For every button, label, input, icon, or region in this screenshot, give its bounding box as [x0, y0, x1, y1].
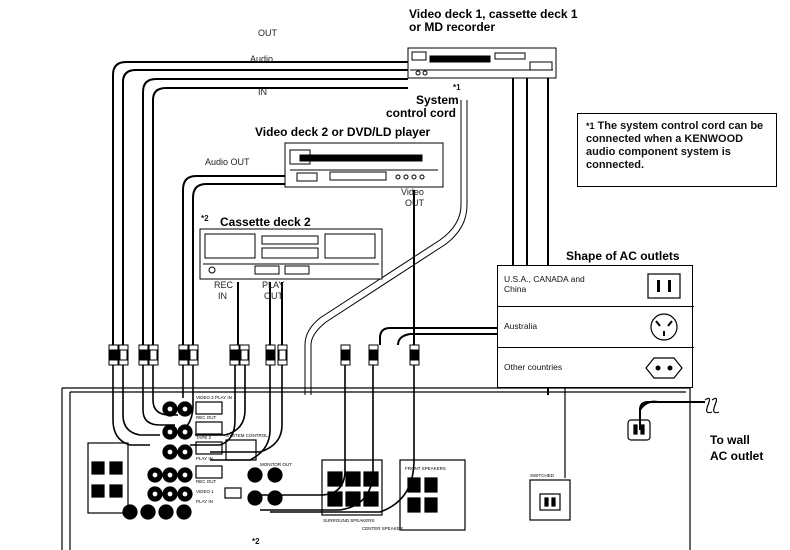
label-audio: Audio [250, 54, 274, 64]
cable-audio [142, 78, 408, 345]
system-control-label: System [416, 93, 459, 107]
cable-out-audio [112, 61, 408, 345]
label-audio-out: Audio OUT [205, 157, 250, 167]
cable-audio-out-2 [192, 183, 285, 345]
round-pin-outlet-icon [645, 357, 683, 379]
label-video-out-2: OUT [405, 198, 424, 208]
angled-blade-outlet-icon [650, 313, 678, 341]
wall-outlet-icon [627, 397, 720, 441]
cable-out-audio-2 [122, 69, 408, 345]
label-play: PLAY [262, 280, 285, 290]
cassette-deck-2-title: Cassette deck 2 [220, 215, 311, 229]
outlet-row: U.S.A., CANADA and China [498, 266, 694, 307]
cassette-deck-2 [199, 228, 383, 280]
svg-text:PLAY IN: PLAY IN [196, 499, 213, 504]
outlet-row: Australia [498, 307, 694, 348]
cable-audio-out [182, 175, 285, 345]
video-deck-1 [407, 47, 557, 79]
cassette-mark: *2 [201, 214, 209, 223]
to-wall-label: To wall [710, 433, 750, 447]
svg-text:SYSTEM CONTROL: SYSTEM CONTROL [226, 433, 268, 438]
svg-text:SWITCHED: SWITCHED [530, 473, 555, 478]
label-in: IN [258, 87, 267, 97]
system-control-mark: *1 [453, 83, 461, 92]
two-flat-blade-outlet-icon [647, 273, 681, 299]
video-deck-2-title: Video deck 2 or DVD/LD player [255, 125, 431, 139]
video-deck-1-subtitle: or MD recorder [409, 20, 496, 34]
note-mark: *1 [586, 121, 595, 131]
label-out: OUT [258, 28, 277, 38]
svg-text:VIDEO 1: VIDEO 1 [196, 489, 214, 494]
outlets-title: Shape of AC outlets [566, 249, 680, 263]
label-rec: REC [214, 280, 234, 290]
svg-text:PLAY IN: PLAY IN [196, 456, 213, 461]
svg-text:VIDEO 2 PLAY IN: VIDEO 2 PLAY IN [196, 395, 232, 400]
video-deck-1-title: Video deck 1, cassette deck 1 [409, 7, 578, 21]
panel-labels: VIDEO 2 PLAY IN REC OUT TAPE 2 PLAY IN R… [196, 395, 555, 531]
svg-text:SURROUND SPEAKERS: SURROUND SPEAKERS [323, 518, 375, 523]
rca-plugs [108, 344, 420, 366]
note-text: The system control cord can be connected… [586, 120, 764, 171]
svg-text:FRONT SPEAKERS: FRONT SPEAKERS [405, 466, 446, 471]
svg-text:REC OUT: REC OUT [196, 479, 217, 484]
ac-outlet-label: AC outlet [710, 449, 764, 463]
outlet-country: Australia [504, 321, 538, 331]
svg-text:CENTER SPEAKER: CENTER SPEAKER [362, 526, 404, 531]
system-control-label-2: control cord [386, 106, 457, 120]
label-video-out: Video [401, 187, 424, 197]
svg-text:TAPE 2: TAPE 2 [196, 435, 212, 440]
receiver-rear-panel [61, 387, 691, 550]
svg-text:REC OUT: REC OUT [196, 415, 217, 420]
outlet-row: Other countries [498, 348, 694, 389]
outlets-table: U.S.A., CANADA and China Australia Other… [497, 265, 694, 389]
video-deck-2 [284, 142, 444, 188]
label-play-out: OUT [264, 291, 283, 301]
outlet-country: Other countries [504, 362, 563, 372]
label-rec-in: IN [218, 291, 227, 301]
svg-text:MONITOR OUT: MONITOR OUT [260, 462, 292, 467]
outlet-country: U.S.A., CANADA and China [504, 274, 585, 294]
bottom-mark: *2 [252, 537, 260, 546]
cable-in [152, 87, 408, 345]
